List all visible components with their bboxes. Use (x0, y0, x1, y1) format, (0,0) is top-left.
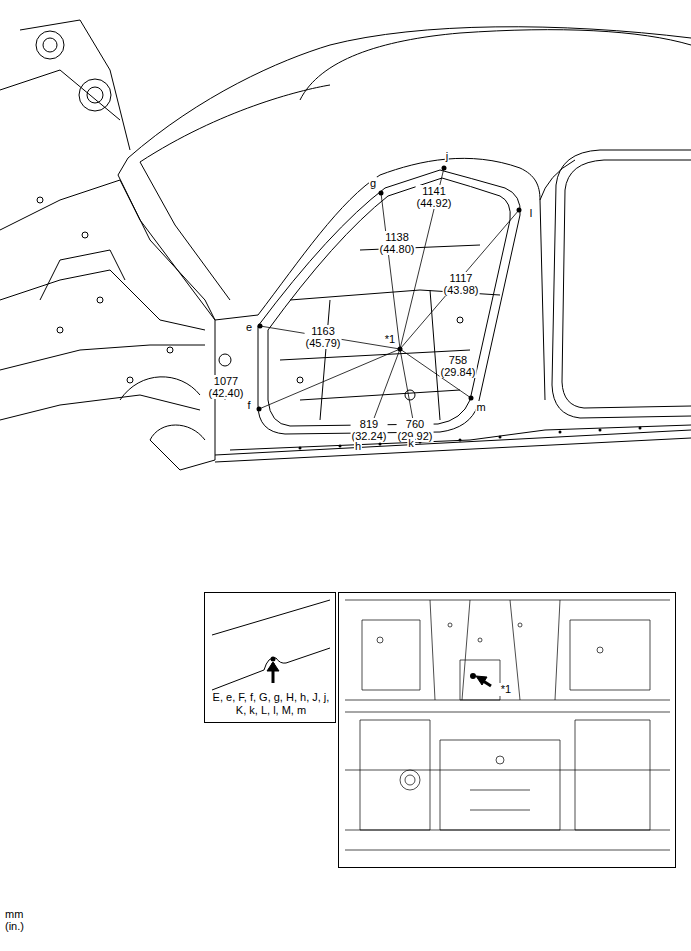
callout-mark: *1 (384, 333, 396, 345)
point-letter: h (354, 440, 362, 452)
dimension: 760 (29.92) (397, 418, 434, 442)
dimension: 1138 (44.80) (379, 231, 416, 255)
dimension: 1163 (45.79) (305, 325, 342, 349)
dimension: 1117 (43.98) (443, 272, 480, 296)
point-letter: f (246, 399, 251, 411)
dimension: 819 (32.24) (351, 418, 388, 442)
point-letter: m (475, 401, 486, 413)
dimension: 1141 (44.92) (416, 185, 453, 209)
dimension: 1077 (42.40) (208, 375, 245, 399)
point-letter: j (445, 150, 449, 162)
unit-note: mm (in.) (4, 908, 25, 932)
point-list: E, e, F, f, G, g, H, h, J, j, K, k, L, l… (211, 691, 331, 717)
callout-mark: *1 (495, 683, 517, 696)
inset-floor-box: *1 (338, 592, 676, 868)
point-letter: e (245, 321, 253, 333)
point-letter: l (529, 207, 533, 219)
point-letter: k (407, 437, 415, 449)
inset-detail-box: E, e, F, f, G, g, H, h, J, j, K, k, L, l… (204, 592, 336, 723)
point-letter: g (369, 177, 377, 189)
dimension: 758 (29.84) (440, 354, 477, 378)
